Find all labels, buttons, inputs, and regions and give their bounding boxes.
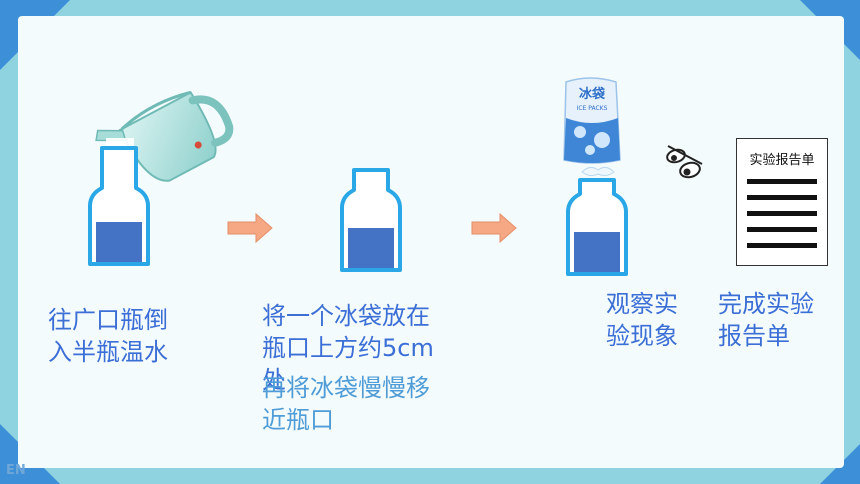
cold-mist-icon <box>581 166 615 177</box>
step-2-caption: 将一个冰袋放在 瓶口上方约5cm 处 <box>262 302 434 394</box>
arrow-right-icon <box>227 212 273 244</box>
report-line <box>747 179 817 184</box>
bottle-1-with-water <box>88 146 150 266</box>
arrow-right-icon <box>471 212 517 244</box>
ice-pack-brand: 冰袋 <box>579 86 606 102</box>
ice-pack-icon: 冰袋 ICE PACKS <box>563 77 621 164</box>
report-line <box>747 195 817 200</box>
step-3-caption: 观察实 验现象 <box>606 290 678 350</box>
report-line <box>747 243 817 248</box>
ice-pack-subtitle: ICE PACKS <box>577 105 608 112</box>
report-line <box>747 227 817 232</box>
language-badge: EN <box>6 463 26 478</box>
report-card-title: 实验报告单 <box>749 153 815 168</box>
bottle-3-with-water <box>566 178 628 276</box>
report-line <box>747 211 817 216</box>
slide-panel <box>18 16 844 468</box>
report-card: 实验报告单 <box>736 138 828 266</box>
step-1-caption: 往广口瓶倒 入半瓶温水 <box>48 306 168 366</box>
bottle-2-with-water <box>340 168 402 272</box>
step-4-caption: 完成实验 报告单 <box>718 290 814 350</box>
eyes-icon <box>666 145 703 179</box>
step-2-overlay-caption: 再将冰袋慢慢移 近瓶口 <box>262 374 430 434</box>
